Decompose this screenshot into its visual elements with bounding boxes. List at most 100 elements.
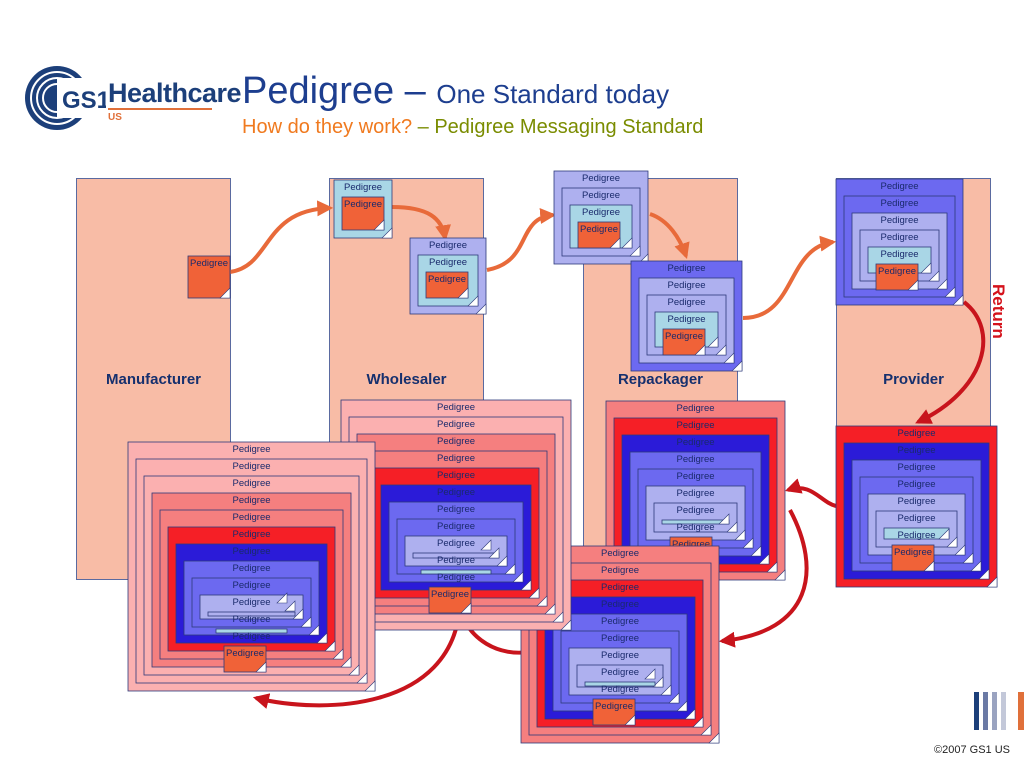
arrow-manufacturer-to-wholesaler (229, 200, 334, 274)
pedigree-page-fold (946, 536, 958, 548)
pedigree-label: Pedigree (582, 173, 620, 184)
pedigree-label: Pedigree (667, 263, 705, 274)
pedigree-page-fold (348, 664, 360, 676)
pedigree-page-fold (923, 560, 935, 572)
pedigree-label: Pedigree (437, 555, 475, 566)
pedigree-label: Pedigree (437, 572, 475, 583)
pedigree-label: Pedigree (601, 684, 639, 695)
pedigree-page-fold (467, 295, 479, 307)
pedigree-page-fold (284, 600, 296, 612)
gs1-bars-icon (974, 692, 1024, 730)
subtitle-question: How do they work? (242, 116, 413, 138)
pedigree-core-box (341, 196, 385, 231)
repackager-label: Repackager (617, 371, 704, 388)
pedigree-page-fold (512, 571, 524, 583)
subtitle-standard: – Pedigree Messaging Standard (417, 116, 704, 138)
pedigree-label: Pedigree (582, 207, 620, 218)
pedigree-page-fold (460, 602, 472, 614)
arrow-wholesaler-internal (391, 205, 452, 242)
stack-manufacturer-pedigree: Pedigree (187, 255, 231, 299)
stack-repackager-return-out: PedigreePedigreePedigreePedigreePedigree… (520, 545, 720, 744)
pedigree-label: Pedigree (437, 453, 475, 464)
stack-manufacturer-return: PedigreePedigreePedigreePedigreePedigree… (127, 441, 376, 692)
gs1-logo-icon: GS1 (25, 66, 110, 130)
pedigree-label: Pedigree (880, 198, 918, 209)
pedigree-page-fold (952, 294, 964, 306)
arrow-provider-to-repackager (784, 478, 837, 508)
pedigree-label: Pedigree (226, 648, 264, 659)
logo-name: Healthcare (108, 78, 242, 108)
pedigree-core-box (875, 263, 919, 291)
pedigree-page-fold (340, 656, 352, 668)
pedigree-label: Pedigree (672, 539, 710, 550)
pedigree-label: Pedigree (232, 597, 270, 608)
pedigree-label: Pedigree (232, 529, 270, 540)
pedigree-page-fold (723, 352, 735, 364)
pedigree-label: Pedigree (601, 582, 639, 593)
pedigree-page-fold (731, 360, 743, 372)
pedigree-label: Pedigree (232, 444, 270, 455)
pedigree-page-fold (660, 684, 672, 696)
pedigree-label: Pedigree (428, 274, 466, 285)
pedigree-page-fold (544, 603, 556, 615)
pedigree-label: Pedigree (897, 479, 935, 490)
pedigree-page-fold (629, 245, 641, 257)
slide-title: Pedigree – One Standard today (242, 70, 669, 113)
pedigree-label: Pedigree (429, 240, 467, 251)
pedigree-page-fold (978, 568, 990, 580)
pedigree-label: Pedigree (897, 513, 935, 524)
pedigree-label: Pedigree (878, 266, 916, 277)
pedigree-page-fold (986, 576, 998, 588)
pedigree-page-fold (766, 561, 778, 573)
pedigree-label: Pedigree (437, 521, 475, 532)
pedigree-label: Pedigree (437, 402, 475, 413)
pedigree-page-fold (255, 661, 267, 673)
pedigree-page-fold (936, 278, 948, 290)
pedigree-page-fold (928, 270, 940, 282)
stack-provider-incoming: PedigreePedigreePedigreePedigreePedigree… (835, 178, 964, 306)
pedigree-page-fold (726, 521, 738, 533)
pedigree-label: Pedigree (676, 454, 714, 465)
pedigree-page-fold (668, 692, 680, 704)
pedigree-label: Pedigree (232, 631, 270, 642)
pedigree-label: Pedigree (601, 633, 639, 644)
pedigree-page-fold (475, 303, 487, 315)
pedigree-layer-box (420, 569, 492, 575)
stack-provider-return: PedigreePedigreePedigreePedigreePedigree… (835, 425, 998, 588)
pedigree-page-fold (652, 676, 664, 688)
pedigree-page-fold (488, 547, 500, 559)
pedigree-layer-box (215, 628, 288, 634)
pedigree-label: Pedigree (894, 547, 932, 558)
pedigree-page-fold (676, 700, 688, 712)
logo-brand-text: GS1 (62, 87, 106, 114)
pedigree-label: Pedigree (897, 496, 935, 507)
pedigree-page-fold (300, 616, 312, 628)
pedigree-label: Pedigree (232, 512, 270, 523)
pedigree-page-fold (750, 545, 762, 557)
pedigree-label: Pedigree (897, 462, 935, 473)
pedigree-page-fold (332, 648, 344, 660)
pedigree-label: Pedigree (897, 428, 935, 439)
pedigree-label: Pedigree (601, 565, 639, 576)
pedigree-page-fold (624, 714, 636, 726)
pedigree-page-fold (742, 537, 754, 549)
pedigree-label: Pedigree (676, 488, 714, 499)
manufacturer-label: Manufacturer (105, 371, 202, 388)
pedigree-label: Pedigree (232, 546, 270, 557)
pedigree-label: Pedigree (437, 419, 475, 430)
pedigree-label: Pedigree (880, 215, 918, 226)
pedigree-core-box (223, 645, 267, 673)
pedigree-page-fold (938, 528, 950, 540)
pedigree-page-fold (944, 286, 956, 298)
pedigree-label: Pedigree (601, 667, 639, 678)
pedigree-page-fold (970, 560, 982, 572)
wholesaler-label: Wholesaler (366, 371, 447, 388)
pedigree-page-fold (560, 619, 572, 631)
pedigree-core-box (577, 221, 621, 249)
pedigree-label: Pedigree (880, 249, 918, 260)
pedigree-label: Pedigree (344, 182, 382, 193)
pedigree-page-fold (718, 513, 730, 525)
pedigree-label: Pedigree (232, 495, 270, 506)
